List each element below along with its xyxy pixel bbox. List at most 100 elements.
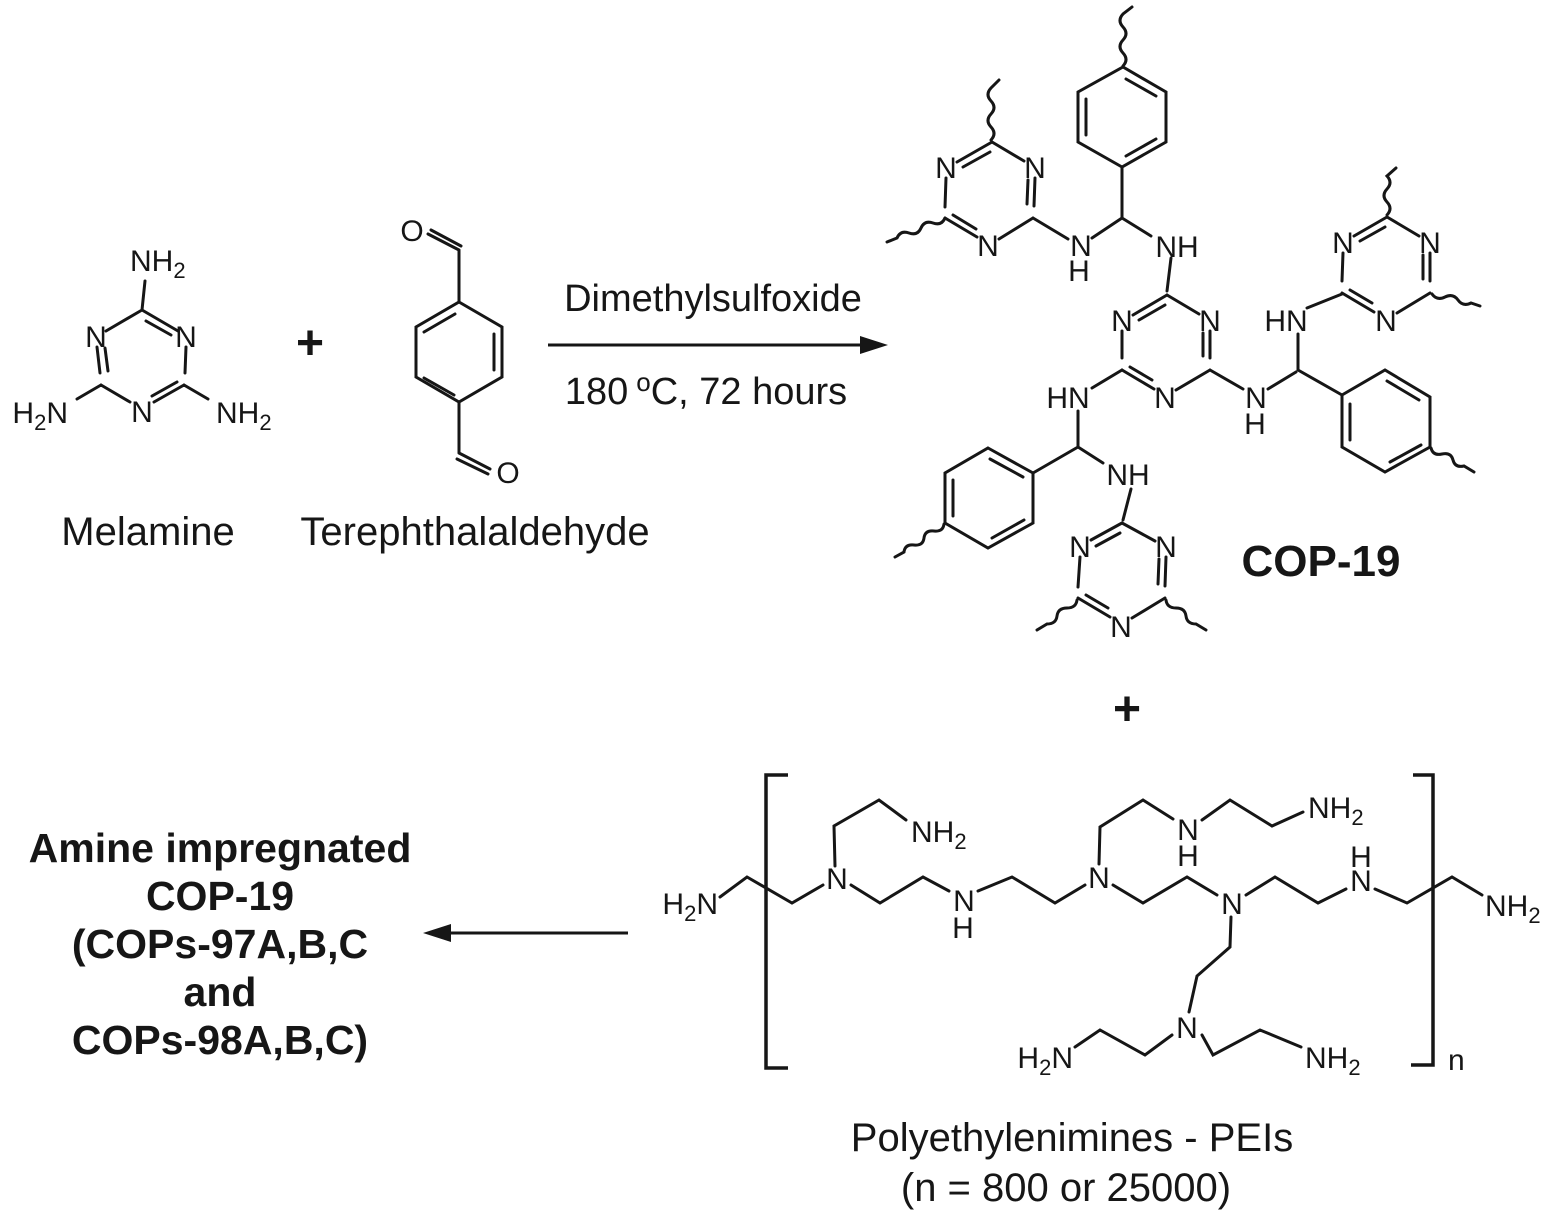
atom-h2n-sub: 2 <box>1039 1055 1051 1080</box>
atom-n: N <box>1070 230 1092 263</box>
pei-label-line1: Polyethylenimines - PEIs <box>851 1116 1293 1160</box>
atom-nh: NH <box>1155 231 1198 264</box>
aldehyde-bonds <box>426 228 492 476</box>
atom-n: N <box>935 152 957 185</box>
right-bracket <box>1411 773 1435 1067</box>
double-bond-inner <box>103 319 179 398</box>
bond <box>75 279 210 404</box>
benzene-ring <box>943 446 1035 550</box>
atom-h: H <box>1244 408 1266 441</box>
product-line: and <box>184 969 257 1015</box>
atom-o: O <box>400 215 423 248</box>
atom-n: N <box>1176 1012 1198 1045</box>
atom-nh2-sub: 2 <box>1351 805 1363 830</box>
atom-n: N <box>1419 227 1441 260</box>
atom-h2n-h: H <box>1017 1042 1039 1075</box>
atom-nh2-main: NH <box>130 245 173 278</box>
melamine-label: Melamine <box>61 510 234 554</box>
product-line: COP-19 <box>146 873 294 919</box>
atom-hn: HN <box>1264 305 1307 338</box>
terephthalaldehyde-label: Terephthalaldehyde <box>300 510 649 554</box>
conditions-degree: o <box>636 367 650 397</box>
atom-h2n-n: N <box>1051 1042 1073 1075</box>
atom-n: N <box>1111 305 1133 338</box>
atom-nh2-sub: 2 <box>1348 1055 1360 1080</box>
atom-nh: NH <box>1106 459 1149 492</box>
atom-nh2-sub: 2 <box>1528 903 1540 928</box>
atom-h2n: H2N <box>1017 1042 1073 1080</box>
double-bond-inner <box>422 312 496 397</box>
atom-n: N <box>1155 531 1177 564</box>
atom-n: N <box>826 863 848 896</box>
atom-n: N <box>1110 611 1132 644</box>
atom-nh2: NH2 <box>911 816 967 854</box>
atom-n: N <box>1350 865 1372 898</box>
atom-n: N <box>1375 305 1397 338</box>
chain-bonds <box>718 798 1484 1058</box>
product-line: COPs-98A,B,C) <box>72 1017 368 1063</box>
terephthalaldehyde-structure: O O Terephthalaldehyde <box>300 215 649 554</box>
melamine-structure: N N N NH2 H2N NH2 Melamine <box>12 245 271 554</box>
atom-h2n-sub: 2 <box>684 901 696 926</box>
atom-n: N <box>175 321 197 354</box>
atom-nh2: NH2 <box>1485 890 1541 928</box>
bond <box>943 140 1432 619</box>
atom-h: H <box>1068 255 1090 288</box>
atom-n: N <box>1199 305 1221 338</box>
double-bond-inner <box>951 77 1425 610</box>
atom-n: N <box>1245 382 1267 415</box>
atom-n: N <box>1177 814 1199 847</box>
atom-nh2-sub: 2 <box>173 258 185 283</box>
product-label-block: Amine impregnated COP-19 (COPs-97A,B,C a… <box>29 825 412 1063</box>
atom-nh2-main: NH <box>216 397 259 430</box>
atom-n: N <box>85 321 107 354</box>
atom-n: N <box>977 230 999 263</box>
arrow-head <box>423 924 451 942</box>
reaction-arrow-left <box>423 924 628 942</box>
benzene-ring <box>1076 65 1168 169</box>
atom-h: H <box>1177 840 1199 873</box>
atom-nh2: NH2 <box>1308 792 1364 830</box>
atom-nh2: NH2 <box>130 245 186 283</box>
atom-nh2-main: NH <box>1308 792 1351 825</box>
atom-h: H <box>1350 841 1372 874</box>
atom-n: N <box>1154 382 1176 415</box>
atom-n: N <box>953 885 975 918</box>
pei-label-line2: (n = 800 or 25000) <box>901 1166 1231 1210</box>
cop19-structure: N N N N H NH N N N HN N H HN N N N NH N … <box>885 5 1482 644</box>
squiggle-bonds <box>885 5 1482 632</box>
atom-nh2: NH2 <box>1305 1042 1361 1080</box>
atom-h: H <box>952 912 974 945</box>
atom-h2n: H2N <box>662 888 718 926</box>
repeat-unit-n: n <box>1448 1044 1465 1077</box>
atom-nh2-main: NH <box>1485 890 1528 923</box>
atom-h2n-h: H <box>662 888 684 921</box>
atom-nh2-sub: 2 <box>954 829 966 854</box>
arrow-head <box>860 336 888 354</box>
atom-nh2-sub: 2 <box>259 410 271 435</box>
atom-n: N <box>1088 862 1110 895</box>
atom-h2n: H2N <box>12 397 68 435</box>
atom-n: N <box>1221 888 1243 921</box>
benzene-ring <box>1340 368 1432 474</box>
pei-structure: H2N N NH2 N H N N H NH2 N H N NH2 N H2N … <box>662 773 1541 1210</box>
benzene-ring <box>414 300 504 404</box>
atom-nh2-main: NH <box>911 816 954 849</box>
conditions-temp: 180 <box>565 371 628 413</box>
product-line: Amine impregnated <box>29 825 412 871</box>
atom-h2n-h: H <box>12 397 34 430</box>
atom-hn: HN <box>1046 382 1089 415</box>
plus-sign-1: + <box>296 317 324 370</box>
cop19-label: COP-19 <box>1242 537 1401 586</box>
atom-h2n-sub: 2 <box>34 410 46 435</box>
atom-n: N <box>1024 152 1046 185</box>
atom-h2n-n: N <box>696 888 718 921</box>
bond <box>943 140 1432 620</box>
atom-n: N <box>1332 227 1354 260</box>
atom-nh2: NH2 <box>216 397 272 435</box>
plus-sign-2: + <box>1113 683 1141 736</box>
